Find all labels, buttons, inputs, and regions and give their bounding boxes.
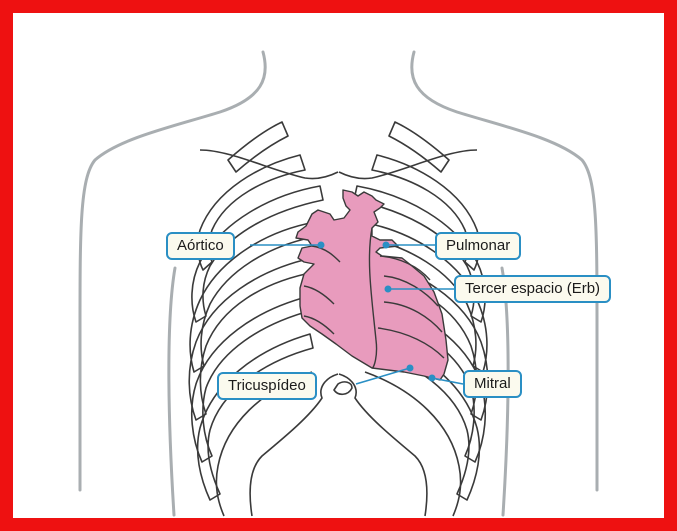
- label-mitral: Mitral: [463, 370, 522, 398]
- label-tricuspideo: Tricuspídeo: [217, 372, 317, 400]
- label-pulmonar: Pulmonar: [435, 232, 521, 260]
- heart: [296, 190, 448, 380]
- label-aortico: Aórtico: [166, 232, 235, 260]
- label-tercer-espacio: Tercer espacio (Erb): [454, 275, 611, 303]
